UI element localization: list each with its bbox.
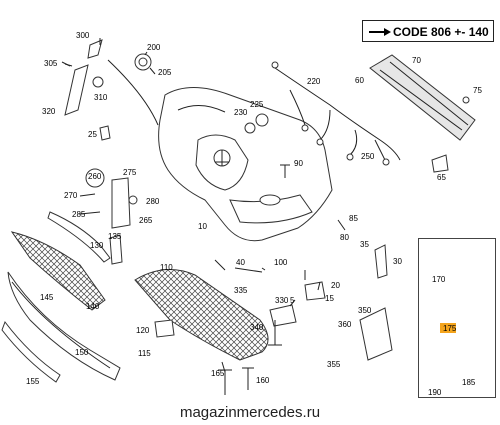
label-200: 200 (147, 43, 161, 52)
bracket-30 (374, 244, 388, 279)
label-350: 350 (358, 306, 372, 315)
label-260: 260 (88, 172, 102, 181)
label-285: 285 (72, 210, 86, 219)
label-40: 40 (236, 258, 245, 267)
label-310: 310 (94, 93, 108, 102)
label-25: 25 (88, 130, 97, 139)
trim-25 (99, 125, 111, 141)
sensor-230 (244, 122, 256, 134)
wiring-harness (274, 67, 401, 161)
label-165: 165 (211, 369, 225, 378)
label-140: 140 (86, 302, 100, 311)
label-190: 190 (428, 388, 442, 397)
strip-155 (1, 320, 61, 383)
label-330: 330 (275, 296, 289, 305)
fog-opening (259, 194, 281, 206)
label-280: 280 (146, 197, 160, 206)
grille-140 (10, 231, 106, 311)
label-80: 80 (340, 233, 349, 242)
code-note-text: CODE 806 +- 140 (393, 25, 489, 39)
label-145: 145 (40, 293, 54, 302)
label-250: 250 (361, 152, 375, 161)
cover-330 (269, 304, 297, 327)
label-120: 120 (136, 326, 150, 335)
label-20: 20 (331, 281, 340, 290)
watermark-text: magazinmercedes.ru (179, 404, 321, 421)
label-65: 65 (437, 173, 446, 182)
clip-300 (87, 39, 103, 59)
label-305: 305 (44, 59, 58, 68)
label-135: 135 (108, 232, 122, 241)
bracket-350 (359, 307, 393, 361)
circle-260 (85, 168, 105, 188)
label-230: 230 (234, 108, 248, 117)
label-30: 30 (393, 257, 402, 266)
label-320: 320 (42, 107, 56, 116)
label-155: 155 (26, 377, 40, 386)
label-130: 130 (90, 241, 104, 250)
label-360: 360 (338, 320, 352, 329)
label-150: 150 (75, 348, 89, 357)
plate-275 (111, 177, 131, 229)
label-205: 205 (158, 68, 172, 77)
label-355: 355 (327, 360, 341, 369)
spoiler-150 (7, 271, 121, 381)
label-110: 110 (160, 263, 173, 272)
label-175: 175 (443, 324, 457, 333)
bracket-65 (431, 154, 449, 173)
label-270: 270 (64, 191, 78, 200)
label-300: 300 (76, 31, 90, 40)
variant-inset-box (418, 238, 496, 398)
pin-340 (268, 320, 282, 346)
label-35: 35 (360, 240, 369, 249)
label-340: 340 (250, 323, 264, 332)
code-note-box: CODE 806 +- 140 (362, 20, 494, 42)
label-15b: 15 (325, 294, 334, 303)
label-275: 275 (123, 168, 137, 177)
arrow-right-icon (369, 28, 391, 36)
label-10: 10 (198, 222, 207, 231)
label-90: 90 (294, 159, 303, 168)
support-bar (369, 54, 476, 141)
label-225: 225 (250, 100, 264, 109)
grille-110 (134, 269, 269, 361)
rod-40 (234, 267, 263, 273)
strip-130 (47, 211, 111, 263)
trim-15 (304, 281, 326, 301)
label-265: 265 (139, 216, 153, 225)
label-160: 160 (256, 376, 270, 385)
clip-135 (109, 234, 123, 265)
highlight-badge (440, 323, 456, 333)
label-85: 85 (349, 214, 358, 223)
label-75: 75 (473, 86, 482, 95)
label-185: 185 (462, 378, 476, 387)
carrier-115-120 (154, 319, 175, 338)
label-220: 220 (307, 77, 321, 86)
label-15: 5 (290, 296, 295, 305)
bracket-320 (64, 64, 89, 116)
label-335: 335 (234, 286, 248, 295)
label-170: 170 (432, 275, 446, 284)
lower-intake (229, 194, 313, 224)
label-115: 115 (138, 349, 151, 358)
sensor-225 (255, 113, 269, 127)
label-60: 60 (355, 76, 364, 85)
label-100: 100 (274, 258, 288, 267)
label-70: 70 (412, 56, 421, 65)
